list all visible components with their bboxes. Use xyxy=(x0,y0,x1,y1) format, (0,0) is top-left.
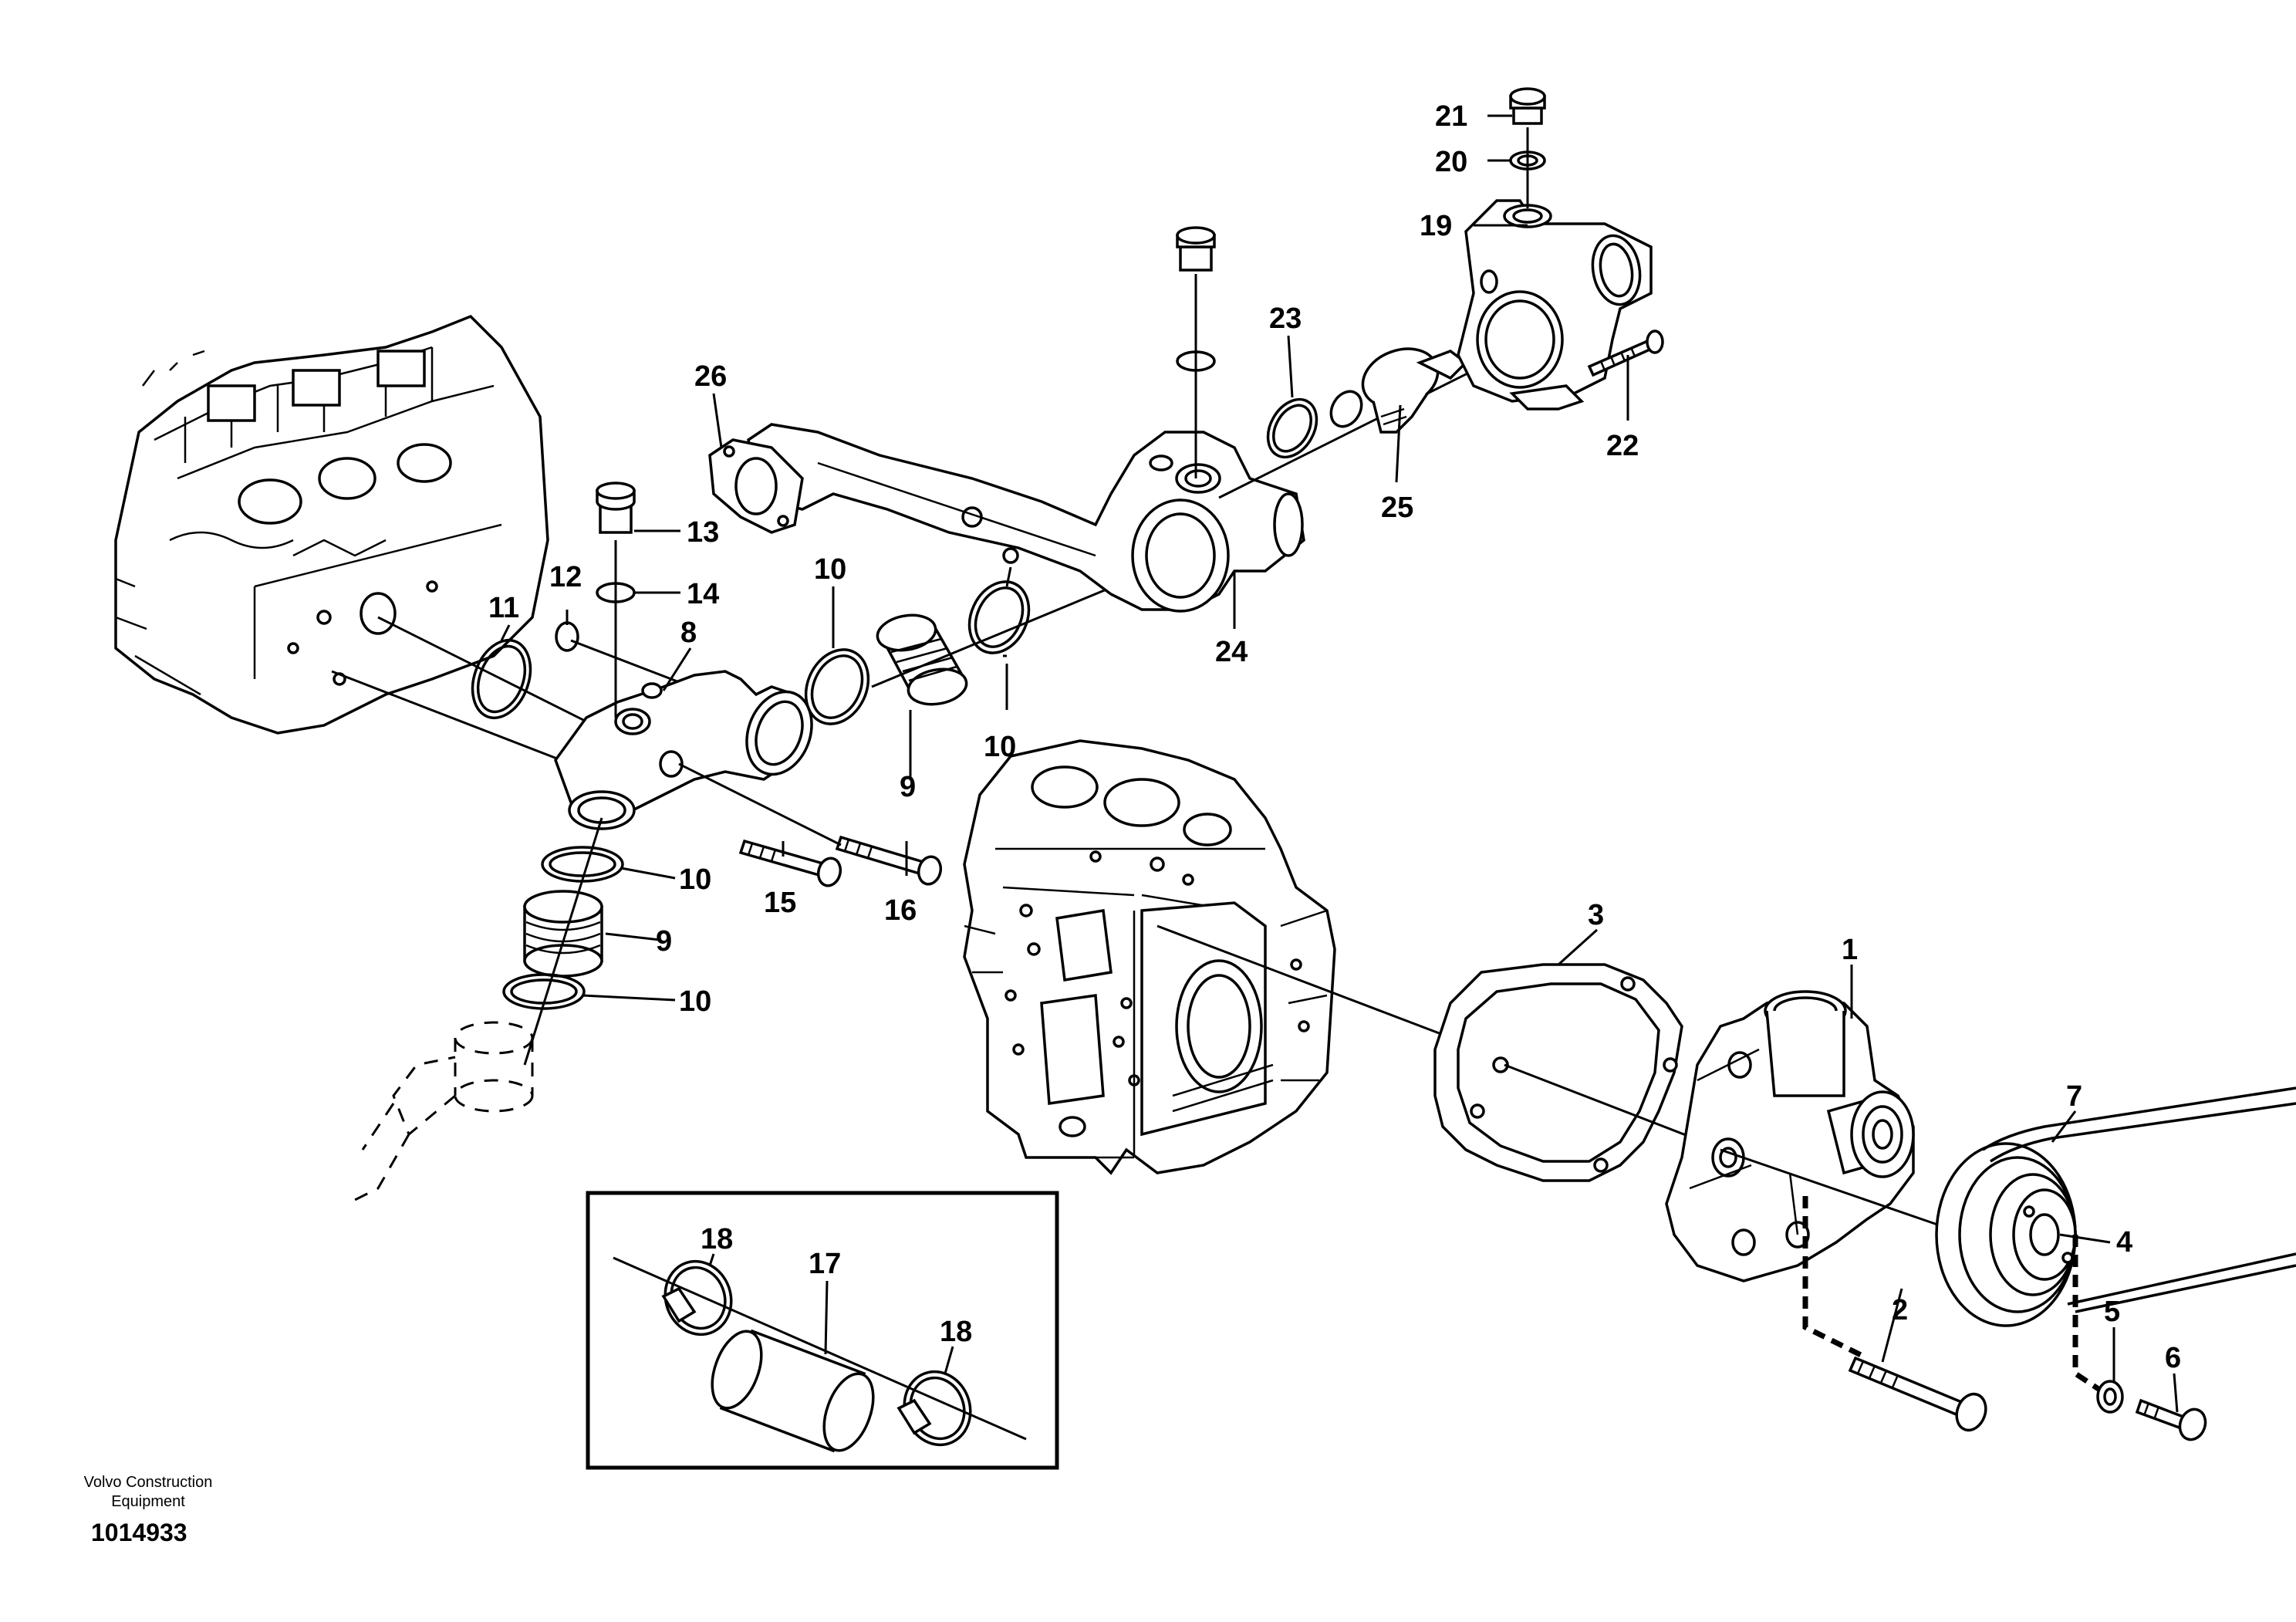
engine-block-drawing xyxy=(963,739,1336,1175)
plug-13-drawing xyxy=(596,482,636,534)
callout-10-lower-lower: 10 xyxy=(679,985,711,1018)
hose-clamp-18-right-drawing xyxy=(896,1370,972,1447)
callout-5: 5 xyxy=(2104,1296,2120,1328)
thermostat-housing-19-drawing xyxy=(1457,199,1653,411)
hose-17-drawing xyxy=(711,1329,875,1453)
callout-3: 3 xyxy=(1588,899,1604,931)
bolt-16-drawing xyxy=(835,835,943,886)
callout-23: 23 xyxy=(1269,302,1302,335)
callout-25: 25 xyxy=(1381,492,1413,524)
hose-clamp-18-left-drawing xyxy=(661,1259,733,1336)
o-ring-10-lower-lower-drawing xyxy=(502,973,586,1010)
axis-line-bolts xyxy=(678,762,842,846)
callout-15: 15 xyxy=(764,887,796,919)
thermostat-outlet-elbow-drawing xyxy=(554,670,813,830)
o-ring-23-drawing xyxy=(1266,397,1319,459)
water-pump-1-drawing xyxy=(1665,990,1915,1282)
callout-8: 8 xyxy=(680,617,697,649)
axis-line-pump-shaft xyxy=(1720,1148,1945,1228)
callout-20: 20 xyxy=(1435,146,1467,178)
gasket-26-drawing xyxy=(708,438,804,534)
callout-19: 19 xyxy=(1420,210,1452,242)
thermostat-25-drawing xyxy=(1361,347,1468,434)
cylinder-head-drawing xyxy=(114,314,549,735)
o-ring-12-drawing xyxy=(555,621,579,652)
leader-lines xyxy=(500,114,2179,1413)
bolt-6-path-dashed xyxy=(2072,1235,2100,1391)
callout-4: 4 xyxy=(2116,1226,2132,1259)
phantom-pipe-drawing xyxy=(346,1021,534,1205)
footer-company-line-2: Equipment xyxy=(111,1493,185,1510)
washer-5-drawing xyxy=(2096,1380,2124,1414)
pump-gasket-3-drawing xyxy=(1433,963,1683,1182)
callout-18-right: 18 xyxy=(940,1316,972,1348)
bolt-15-drawing xyxy=(738,839,842,887)
v-belt-7-drawing xyxy=(1982,1086,2296,1313)
callout-10-upper-left: 10 xyxy=(814,553,846,586)
callout-24: 24 xyxy=(1215,636,1248,668)
callout-21: 21 xyxy=(1435,100,1467,133)
bolt-2-path-dashed xyxy=(1802,1196,1869,1361)
callout-17: 17 xyxy=(809,1248,841,1280)
sleeve-9-lower-drawing xyxy=(523,890,603,978)
callout-10-lower-upper: 10 xyxy=(679,863,711,896)
o-ring-10-upper-left-drawing xyxy=(804,648,870,725)
sleeve-9-upper-drawing xyxy=(876,613,968,706)
coolant-pipe-drawing xyxy=(747,423,1305,613)
callout-7: 7 xyxy=(2066,1080,2082,1113)
callout-12: 12 xyxy=(549,561,582,593)
callout-22: 22 xyxy=(1606,430,1639,462)
callout-26: 26 xyxy=(694,360,727,393)
callout-10-upper-right: 10 xyxy=(984,731,1016,763)
axis-line-lower-stack xyxy=(523,817,603,1066)
pulley-4-drawing xyxy=(1935,1142,2077,1327)
bolt-6-drawing xyxy=(2135,1398,2207,1441)
o-ring-11-drawing xyxy=(471,638,532,720)
bolt-22-drawing xyxy=(1587,329,1664,377)
seal-ring-thermostat-drawing xyxy=(1329,390,1363,428)
axis-line-inset xyxy=(613,1256,1027,1441)
footer-drawing-number: 1014933 xyxy=(91,1519,187,1546)
callout-6: 6 xyxy=(2165,1342,2181,1374)
callout-14: 14 xyxy=(687,578,719,610)
bolt-2-drawing xyxy=(1848,1356,1987,1432)
callout-13: 13 xyxy=(687,516,719,549)
callout-2: 2 xyxy=(1892,1294,1908,1326)
plug-upper-pipe-drawing xyxy=(1176,226,1216,272)
plug-21-drawing xyxy=(1509,87,1546,125)
callout-9-upper: 9 xyxy=(900,771,916,803)
callout-18-left: 18 xyxy=(701,1223,733,1255)
callout-1: 1 xyxy=(1842,934,1858,966)
axis-line-head-to-outlet xyxy=(331,670,572,765)
footer-company-line-1: Volvo Construction xyxy=(84,1474,213,1491)
callout-9-lower: 9 xyxy=(656,925,672,958)
callout-11: 11 xyxy=(488,592,519,624)
callout-16: 16 xyxy=(884,894,917,927)
o-ring-10-upper-right-drawing xyxy=(967,580,1031,654)
